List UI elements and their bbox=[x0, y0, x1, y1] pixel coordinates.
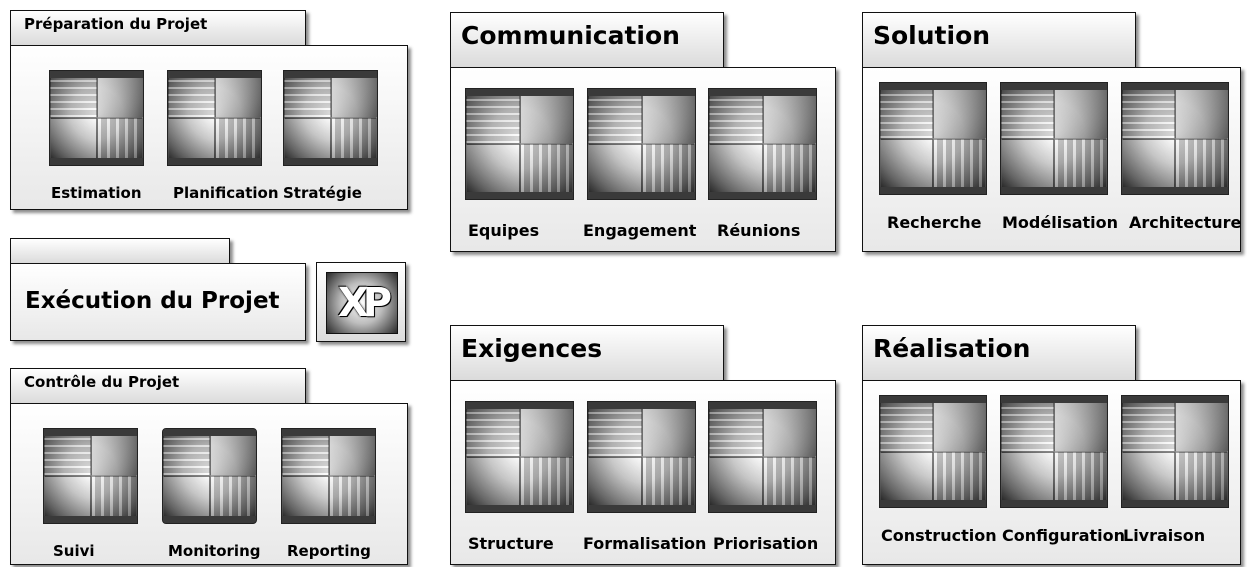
architecture-icon bbox=[1121, 82, 1229, 195]
estimation-label: Estimation bbox=[51, 184, 142, 202]
monitoring-icon bbox=[162, 428, 257, 524]
engagement-label: Engagement bbox=[583, 221, 697, 240]
modelisation-icon bbox=[1000, 82, 1108, 195]
realisation-tab: Réalisation bbox=[862, 325, 1136, 381]
exigences-panel: Structure Formalisation Priorisation bbox=[450, 380, 836, 565]
controle-tab: Contrôle du Projet bbox=[10, 368, 306, 404]
modelisation-label: Modélisation bbox=[1002, 213, 1119, 232]
reunions-label: Réunions bbox=[717, 221, 801, 240]
construction-label: Construction bbox=[881, 526, 997, 545]
architecture-label: Architecture bbox=[1129, 213, 1242, 232]
communication-panel: Equipes Engagement Réunions bbox=[450, 67, 836, 252]
realisation-panel: Construction Configuration Livraison bbox=[862, 380, 1241, 565]
xp-logo-box[interactable]: XP bbox=[316, 262, 406, 342]
construction-icon bbox=[879, 395, 987, 508]
preparation-title: Préparation du Projet bbox=[24, 15, 208, 33]
priorisation-label: Priorisation bbox=[713, 534, 819, 553]
monitoring-label: Monitoring bbox=[168, 542, 261, 560]
formalisation-icon bbox=[587, 401, 696, 513]
realisation-title: Réalisation bbox=[873, 334, 1031, 363]
reporting-label: Reporting bbox=[287, 542, 371, 560]
planification-icon bbox=[167, 70, 262, 166]
solution-title: Solution bbox=[873, 21, 991, 50]
strategie-label: Stratégie bbox=[283, 184, 362, 202]
execution-tab bbox=[10, 238, 230, 264]
suivi-label: Suivi bbox=[53, 542, 95, 560]
structure-label: Structure bbox=[468, 534, 554, 553]
strategie-icon bbox=[283, 70, 378, 166]
configuration-label: Configuration bbox=[1002, 526, 1126, 545]
configuration-icon bbox=[1000, 395, 1108, 508]
execution-panel[interactable]: Exécution du Projet bbox=[10, 263, 306, 341]
controle-panel: Suivi Monitoring Reporting bbox=[10, 403, 408, 565]
formalisation-label: Formalisation bbox=[583, 534, 707, 553]
recherche-icon bbox=[879, 82, 987, 195]
exigences-title: Exigences bbox=[461, 334, 603, 363]
reporting-icon bbox=[281, 428, 376, 524]
structure-icon bbox=[465, 401, 574, 513]
controle-title: Contrôle du Projet bbox=[24, 373, 180, 391]
priorisation-icon bbox=[708, 401, 817, 513]
solution-panel: Recherche Modélisation Architecture bbox=[862, 67, 1241, 252]
solution-tab: Solution bbox=[862, 12, 1136, 68]
preparation-tab: Préparation du Projet bbox=[10, 10, 306, 46]
suivi-icon bbox=[43, 428, 138, 524]
livraison-label: Livraison bbox=[1123, 526, 1206, 545]
equipes-icon bbox=[465, 88, 574, 200]
execution-title: Exécution du Projet bbox=[25, 288, 280, 314]
livraison-icon bbox=[1121, 395, 1229, 508]
planification-label: Planification bbox=[173, 184, 279, 202]
exigences-tab: Exigences bbox=[450, 325, 724, 381]
xp-logo-icon: XP bbox=[326, 272, 398, 334]
recherche-label: Recherche bbox=[887, 213, 982, 232]
engagement-icon bbox=[587, 88, 696, 200]
estimation-icon bbox=[49, 70, 144, 166]
communication-tab: Communication bbox=[450, 12, 724, 68]
communication-title: Communication bbox=[461, 21, 680, 50]
reunions-icon bbox=[708, 88, 817, 200]
preparation-panel: Estimation Planification Stratégie bbox=[10, 45, 408, 210]
equipes-label: Equipes bbox=[468, 221, 540, 240]
